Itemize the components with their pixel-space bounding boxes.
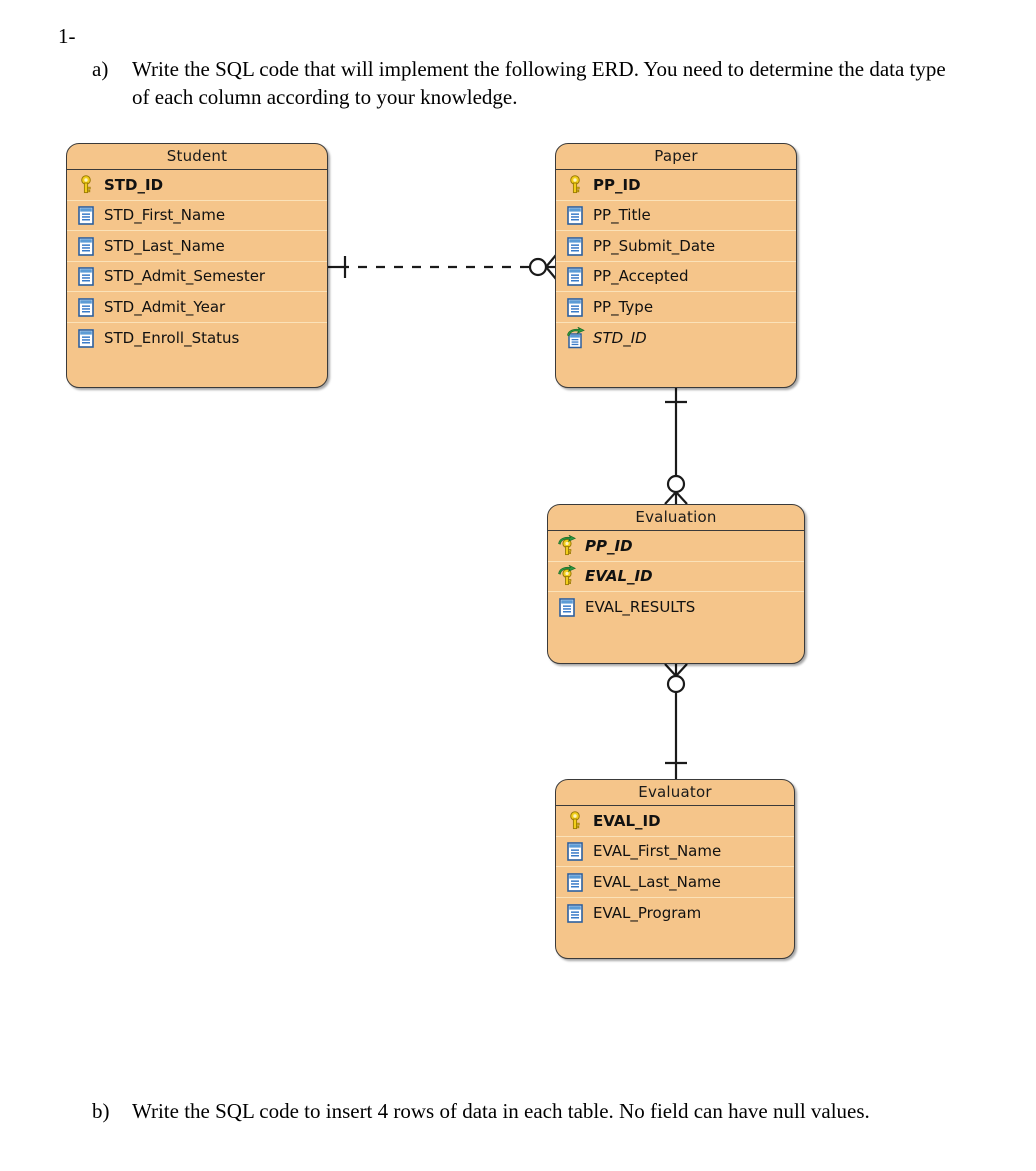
- column-icon: [564, 265, 586, 287]
- column-icon: [75, 235, 97, 257]
- column-icon: [564, 871, 586, 893]
- attribute-row[interactable]: PP_ID: [548, 531, 804, 562]
- attribute-row[interactable]: EVAL_ID: [556, 806, 794, 837]
- entity-evaluator[interactable]: Evaluator EVAL_ID: [555, 779, 795, 959]
- entity-evaluation-attributes: PP_ID EVAL_ID: [548, 531, 804, 623]
- column-icon: [75, 327, 97, 349]
- attribute-row[interactable]: EVAL_RESULTS: [548, 592, 804, 623]
- question-b-text: Write the SQL code to insert 4 rows of d…: [132, 1099, 870, 1123]
- primary-foreign-key-icon: [556, 565, 578, 587]
- entity-paper-attributes: PP_ID PP_Title: [556, 170, 796, 353]
- attribute-row[interactable]: PP_Submit_Date: [556, 231, 796, 262]
- crows-foot: [545, 254, 557, 280]
- crows-foot: [664, 491, 688, 505]
- attribute-row[interactable]: STD_ID: [556, 323, 796, 354]
- attribute-label: EVAL_RESULTS: [585, 598, 696, 617]
- attribute-label: EVAL_Last_Name: [593, 872, 721, 891]
- attribute-label: EVAL_First_Name: [593, 842, 722, 861]
- attribute-label: STD_Admit_Year: [104, 297, 226, 316]
- entity-student[interactable]: Student STD_ID: [66, 143, 328, 388]
- question-a: a) Write the SQL code that will implemen…: [92, 56, 962, 112]
- question-a-text: Write the SQL code that will implement t…: [132, 57, 946, 109]
- attribute-label: STD_First_Name: [104, 206, 226, 225]
- primary-key-icon: [564, 174, 586, 196]
- attribute-label: EVAL_Program: [593, 903, 702, 922]
- cardinality-zero-circle: [528, 257, 548, 277]
- attribute-row[interactable]: STD_Enroll_Status: [67, 323, 327, 354]
- cardinality-zero-circle: [666, 674, 686, 694]
- attribute-row[interactable]: EVAL_First_Name: [556, 837, 794, 867]
- column-icon: [564, 296, 586, 318]
- attribute-label: STD_Admit_Semester: [104, 267, 266, 286]
- column-icon: [75, 296, 97, 318]
- attribute-label: STD_ID: [104, 175, 164, 194]
- attribute-row[interactable]: EVAL_ID: [548, 562, 804, 592]
- entity-student-attributes: STD_ID STD_First_Name: [67, 170, 327, 353]
- primary-foreign-key-icon: [556, 534, 578, 557]
- attribute-row[interactable]: PP_Accepted: [556, 262, 796, 292]
- attribute-label: PP_ID: [585, 536, 633, 555]
- entity-evaluator-title: Evaluator: [556, 780, 794, 806]
- column-icon: [75, 265, 97, 287]
- attribute-label: STD_ID: [593, 328, 647, 347]
- entity-student-title: Student: [67, 144, 327, 170]
- relationship-paper-evaluation: [664, 388, 688, 505]
- primary-key-icon: [75, 174, 97, 196]
- question-number: 1-: [58, 24, 76, 48]
- attribute-row[interactable]: STD_Admit_Year: [67, 292, 327, 323]
- attribute-label: PP_Type: [593, 297, 654, 316]
- attribute-label: PP_ID: [593, 175, 641, 194]
- column-icon: [564, 902, 586, 924]
- attribute-row[interactable]: STD_Admit_Semester: [67, 262, 327, 292]
- relationship-evaluation-evaluator: [664, 663, 688, 781]
- entity-paper[interactable]: Paper PP_ID: [555, 143, 797, 388]
- cardinality-zero-circle: [666, 474, 686, 494]
- attribute-row[interactable]: STD_First_Name: [67, 201, 327, 231]
- relationship-student-paper: [328, 254, 557, 280]
- entity-paper-title: Paper: [556, 144, 796, 170]
- column-icon: [564, 235, 586, 257]
- attribute-label: PP_Accepted: [593, 267, 689, 286]
- question-b: b) Write the SQL code to insert 4 rows o…: [92, 1098, 962, 1126]
- attribute-label: EVAL_ID: [593, 811, 661, 830]
- attribute-label: STD_Last_Name: [104, 236, 225, 255]
- attribute-row[interactable]: EVAL_Program: [556, 898, 794, 929]
- attribute-label: PP_Submit_Date: [593, 236, 716, 255]
- column-icon: [564, 840, 586, 862]
- attribute-row[interactable]: PP_ID: [556, 170, 796, 201]
- entity-evaluation-title: Evaluation: [548, 505, 804, 531]
- attribute-label: EVAL_ID: [585, 567, 653, 586]
- primary-key-icon: [564, 810, 586, 832]
- attribute-row[interactable]: PP_Title: [556, 201, 796, 231]
- attribute-row[interactable]: PP_Type: [556, 292, 796, 323]
- column-icon: [564, 204, 586, 226]
- question-a-marker: a): [92, 57, 109, 81]
- entity-evaluation[interactable]: Evaluation PP_ID: [547, 504, 805, 664]
- foreign-key-column-icon: [564, 326, 586, 349]
- entity-evaluator-attributes: EVAL_ID EVAL_First_Name: [556, 806, 794, 928]
- crows-foot: [664, 663, 688, 677]
- attribute-row[interactable]: STD_Last_Name: [67, 231, 327, 262]
- attribute-row[interactable]: STD_ID: [67, 170, 327, 201]
- attribute-label: PP_Title: [593, 206, 651, 225]
- column-icon: [556, 596, 578, 618]
- attribute-label: STD_Enroll_Status: [104, 328, 240, 347]
- question-b-marker: b): [92, 1099, 110, 1123]
- attribute-row[interactable]: EVAL_Last_Name: [556, 867, 794, 898]
- column-icon: [75, 204, 97, 226]
